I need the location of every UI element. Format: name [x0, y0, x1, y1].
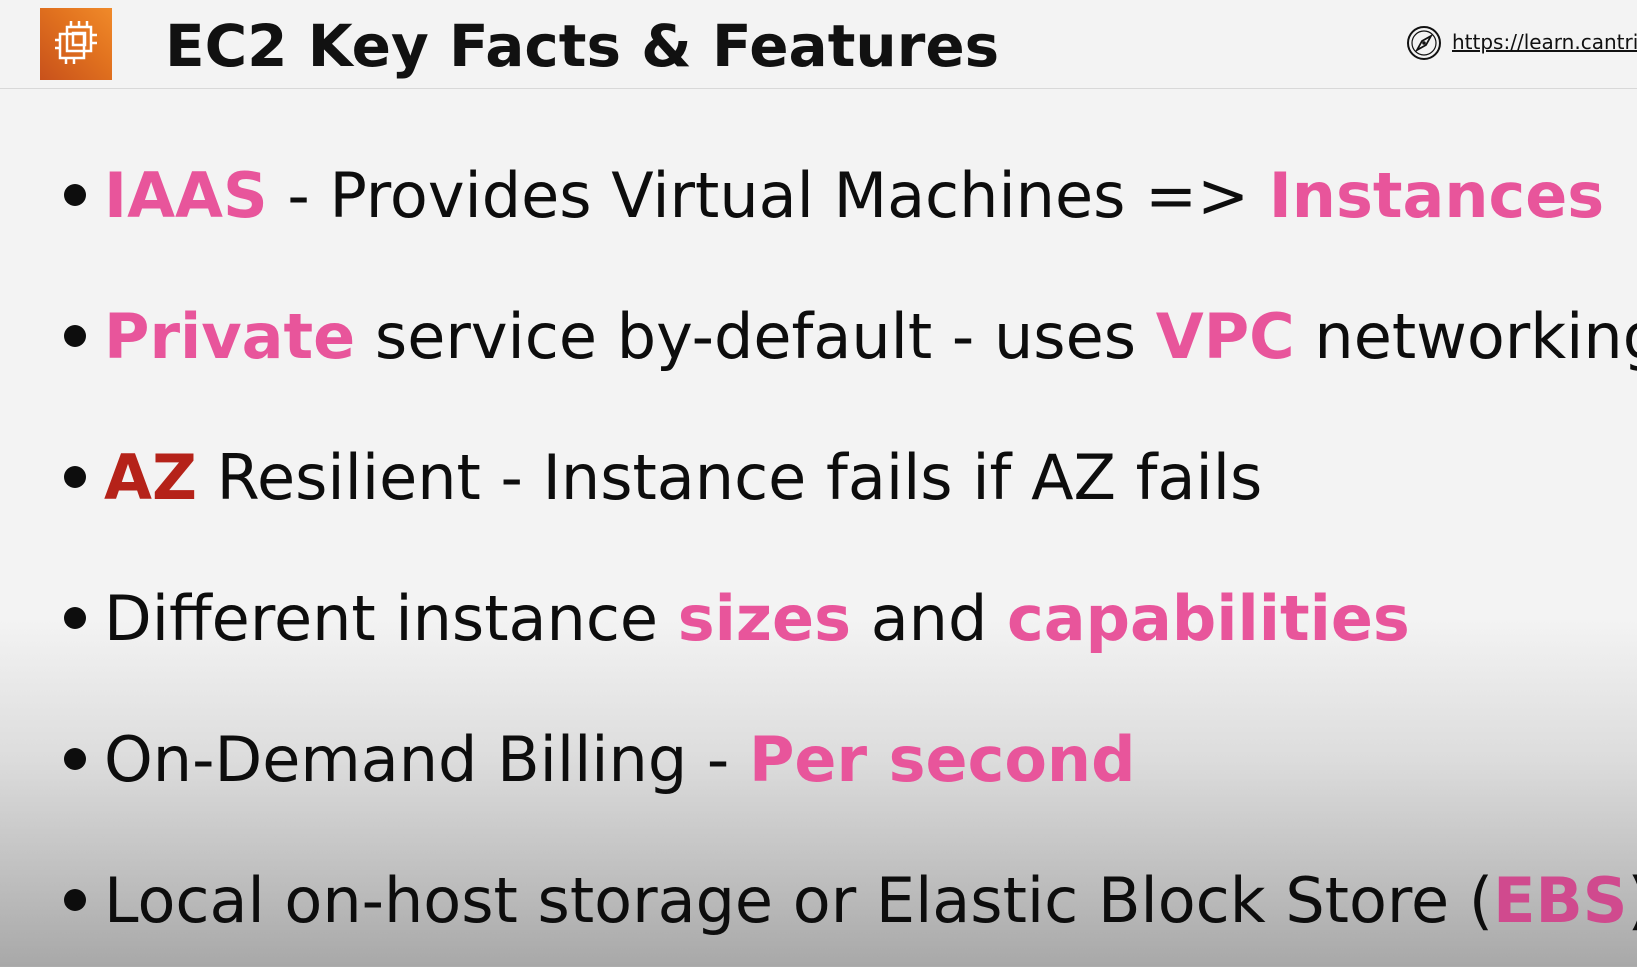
list-item: IAAS - Provides Virtual Machines => Inst… — [60, 152, 1637, 293]
compass-icon — [1407, 26, 1441, 60]
bullet-dot — [64, 184, 86, 206]
bullet-text: service by-default - uses — [355, 300, 1156, 373]
bullet-dot — [64, 607, 86, 629]
bullet-dot — [64, 889, 86, 911]
bullet-text: ) — [1627, 864, 1637, 937]
page-title: EC2 Key Facts & Features — [165, 12, 1000, 80]
highlight-term: sizes — [677, 582, 851, 655]
bullet-text: Resilient - Instance fails if AZ fails — [196, 441, 1263, 514]
bullet-text: Different instance — [104, 582, 678, 655]
list-item: AZ Resilient - Instance fails if AZ fail… — [60, 434, 1637, 575]
highlight-term: Per second — [748, 723, 1136, 796]
highlight-term: EBS — [1493, 864, 1628, 937]
highlight-term: AZ — [104, 441, 197, 514]
bullet-dot — [64, 325, 86, 347]
list-item: Private service by-default - uses VPC ne… — [60, 293, 1637, 434]
highlight-term: IAAS — [104, 159, 268, 232]
list-item: Local on-host storage or Elastic Block S… — [60, 857, 1637, 967]
bullet-text: On-Demand Billing - — [104, 723, 749, 796]
bullet-text: networking — [1294, 300, 1637, 373]
highlight-term: Instances — [1268, 159, 1605, 232]
facts-list: IAAS - Provides Virtual Machines => Inst… — [60, 152, 1637, 967]
highlight-term: capabilities — [1007, 582, 1410, 655]
ec2-chip-icon — [40, 8, 112, 80]
bullet-dot — [64, 748, 86, 770]
slide-header: EC2 Key Facts & Features https://learn.c… — [0, 0, 1637, 89]
course-link-text[interactable]: https://learn.cantrill.io — [1452, 30, 1637, 54]
highlight-term: VPC — [1155, 300, 1295, 373]
highlight-term: Private — [104, 300, 356, 373]
bullet-text: Local on-host storage or Elastic Block S… — [104, 864, 1494, 937]
list-item: Different instance sizes and capabilitie… — [60, 575, 1637, 716]
list-item: On-Demand Billing - Per second — [60, 716, 1637, 857]
bullet-text: - Provides Virtual Machines => — [267, 159, 1269, 232]
bullet-text: and — [850, 582, 1008, 655]
bullet-dot — [64, 466, 86, 488]
